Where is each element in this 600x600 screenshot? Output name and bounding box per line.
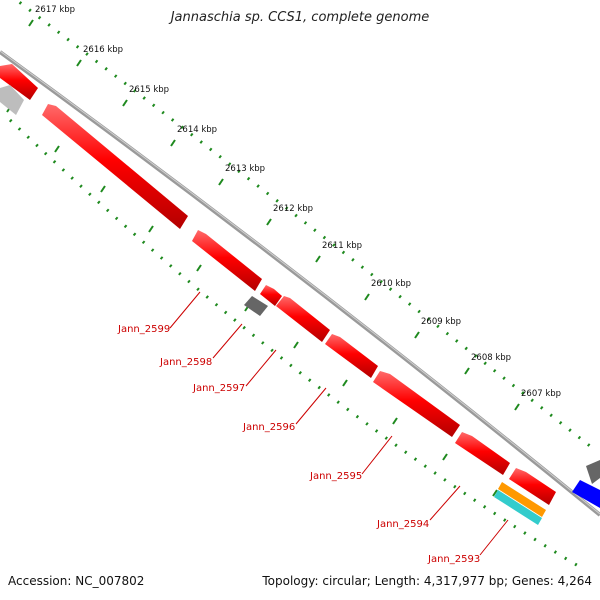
- gene-label-jann-2599[interactable]: Jann_2599: [117, 324, 170, 335]
- kbp-inner-tick: [293, 341, 299, 349]
- leader-jann-2594: [429, 485, 461, 521]
- gene-labels: Jann_2599 Jann_2598 Jann_2597 Jann_2596 …: [117, 291, 509, 565]
- kbp-major-tick: [170, 139, 176, 147]
- kbp-tick-label: 2612 kbp: [273, 204, 313, 214]
- kbp-ticks: 2617 kbp 2616 kbp 2615 kbp 2614 kbp 2613 kbp…: [6, 5, 561, 497]
- leader-jann-2597: [245, 349, 277, 387]
- kbp-major-tick: [266, 218, 272, 226]
- kbp-inner-tick: [100, 185, 106, 193]
- gene-feature-jann-2595[interactable]: [325, 334, 378, 378]
- gene-feature-jann-2598[interactable]: [192, 230, 262, 291]
- leader-jann-2599: [169, 291, 201, 329]
- gene-feature-cyan[interactable]: [494, 490, 542, 525]
- kbp-inner-tick: [196, 264, 202, 272]
- gene-feature-jann-2594-a[interactable]: [373, 371, 460, 437]
- kbp-tick-label: 2614 kbp: [177, 125, 217, 135]
- kbp-major-tick: [218, 178, 224, 186]
- kbp-inner-tick: [392, 417, 398, 425]
- genome-backbone: [0, 50, 600, 517]
- kbp-major-tick: [28, 19, 34, 27]
- kbp-major-tick: [514, 403, 520, 411]
- kbp-tick-label: 2615 kbp: [129, 85, 169, 95]
- gene-feature-grey-partial[interactable]: [0, 85, 24, 115]
- kbp-major-tick: [414, 331, 420, 339]
- kbp-major-tick: [364, 293, 370, 301]
- kbp-inner-tick: [342, 379, 348, 387]
- gene-label-jann-2595[interactable]: Jann_2595: [309, 471, 362, 482]
- leader-jann-2598: [212, 323, 243, 359]
- gene-label-jann-2594[interactable]: Jann_2594: [376, 519, 429, 530]
- gene-feature-jann-2594-b[interactable]: [455, 432, 510, 475]
- inner-tick-arc: [8, 118, 586, 572]
- kbp-tick-label: 2617 kbp: [35, 5, 75, 15]
- kbp-inner-tick: [492, 489, 498, 497]
- kbp-major-tick: [315, 255, 321, 263]
- kbp-tick-label: 2609 kbp: [421, 317, 461, 327]
- gene-label-jann-2598[interactable]: Jann_2598: [159, 357, 212, 368]
- kbp-tick-label: 2611 kbp: [322, 241, 362, 251]
- gene-feature-jann-2597[interactable]: [260, 285, 282, 306]
- kbp-inner-tick: [54, 145, 60, 153]
- kbp-tick-label: 2616 kbp: [83, 45, 123, 55]
- leader-jann-2593: [479, 519, 509, 556]
- kbp-major-tick: [464, 367, 470, 375]
- leader-jann-2596: [295, 387, 327, 425]
- kbp-tick-label: 2607 kbp: [521, 389, 561, 399]
- gene-feature-orange[interactable]: [498, 482, 546, 517]
- genome-title: Jannaschia sp. CCS1, complete genome: [170, 10, 430, 25]
- kbp-major-tick: [122, 99, 128, 107]
- gene-feature-jann-2593[interactable]: [509, 468, 556, 505]
- genome-backbone-highlight: [0, 50, 600, 515]
- gene-feature-blue[interactable]: [572, 480, 600, 508]
- kbp-major-tick: [76, 59, 82, 67]
- gene-label-jann-2593[interactable]: Jann_2593: [427, 554, 480, 565]
- gene-feature-grey-right[interactable]: [586, 460, 600, 484]
- kbp-tick-label: 2613 kbp: [225, 164, 265, 174]
- kbp-tick-label: 2608 kbp: [471, 353, 511, 363]
- gene-features: [0, 64, 600, 525]
- accession-text: Accession: NC_007802: [8, 574, 145, 588]
- kbp-inner-tick: [148, 225, 154, 233]
- kbp-inner-tick: [442, 453, 448, 461]
- gene-label-jann-2596[interactable]: Jann_2596: [242, 422, 295, 433]
- topology-text: Topology: circular; Length: 4,317,977 bp…: [262, 574, 592, 588]
- gene-feature-partial[interactable]: [0, 64, 38, 100]
- kbp-tick-label: 2610 kbp: [371, 279, 411, 289]
- gene-label-jann-2597[interactable]: Jann_2597: [192, 383, 245, 394]
- leader-jann-2595: [361, 435, 393, 475]
- outer-tick-arc: [14, 0, 596, 452]
- gene-feature-jann-2599[interactable]: [42, 104, 188, 229]
- gene-feature-grey[interactable]: [244, 296, 268, 316]
- gene-feature-jann-2596[interactable]: [276, 296, 330, 342]
